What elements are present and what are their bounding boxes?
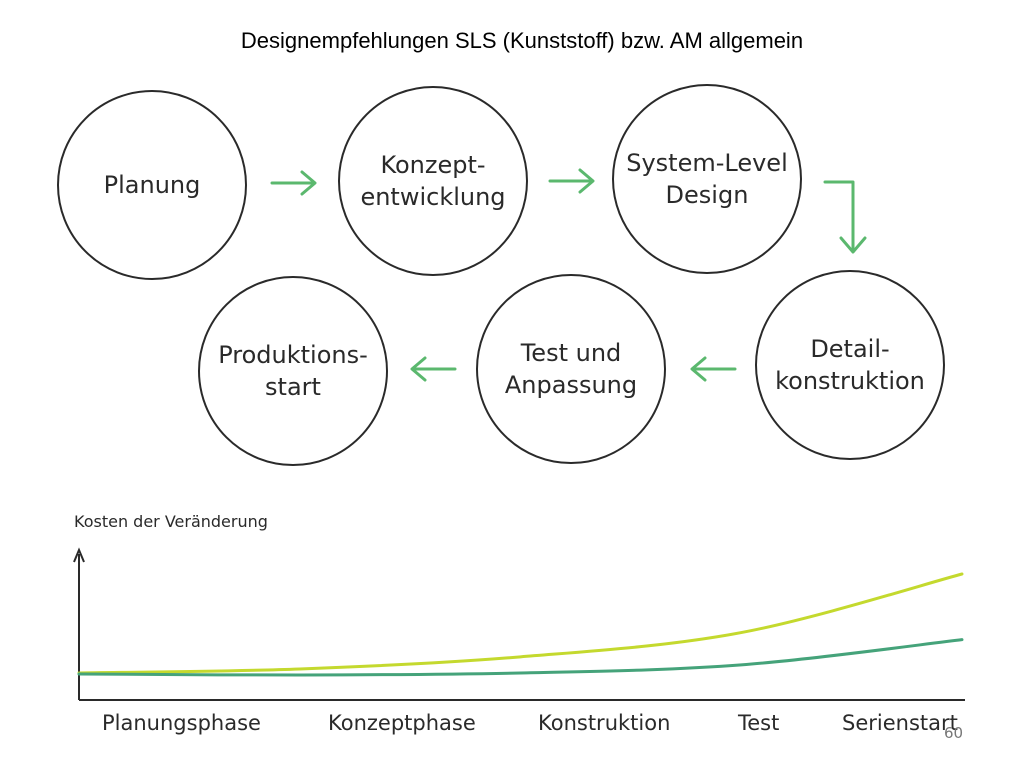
- series-line-change-cost-high: [77, 572, 964, 675]
- step-detailkonstruktion: Detail- konstruktion: [755, 270, 945, 460]
- arrow-left-icon: [690, 356, 737, 382]
- arrow-right-icon: [270, 170, 317, 196]
- page-title: Designempfehlungen SLS (Kunststoff) bzw.…: [240, 28, 804, 53]
- y-axis-arrowhead: [73, 547, 85, 563]
- arrow-right-icon: [548, 168, 595, 194]
- x-tick-label-konstruktion: Konstruktion: [538, 711, 671, 735]
- step-produktionsstart: Produktions- start: [198, 276, 388, 466]
- arrow-left-icon: [410, 356, 457, 382]
- x-tick-label-konzeptphase: Konzeptphase: [328, 711, 476, 735]
- series-line-change-cost-low: [77, 638, 964, 677]
- step-konzeptentwicklung: Konzept- entwicklung: [338, 86, 528, 276]
- step-test-und-anpassung: Test und Anpassung: [476, 274, 666, 464]
- x-tick-label-planungsphase: Planungsphase: [102, 711, 261, 735]
- x-tick-label-test: Test: [738, 711, 780, 735]
- x-tick-label-serienstart: Serienstart: [842, 711, 958, 735]
- arrow-down-icon: [823, 180, 867, 254]
- page-number: 60: [944, 724, 964, 742]
- chart-y-axis-label: Kosten der Veränderung: [74, 512, 268, 531]
- step-planung: Planung: [57, 90, 247, 280]
- step-system-level-design: System-Level Design: [612, 84, 802, 274]
